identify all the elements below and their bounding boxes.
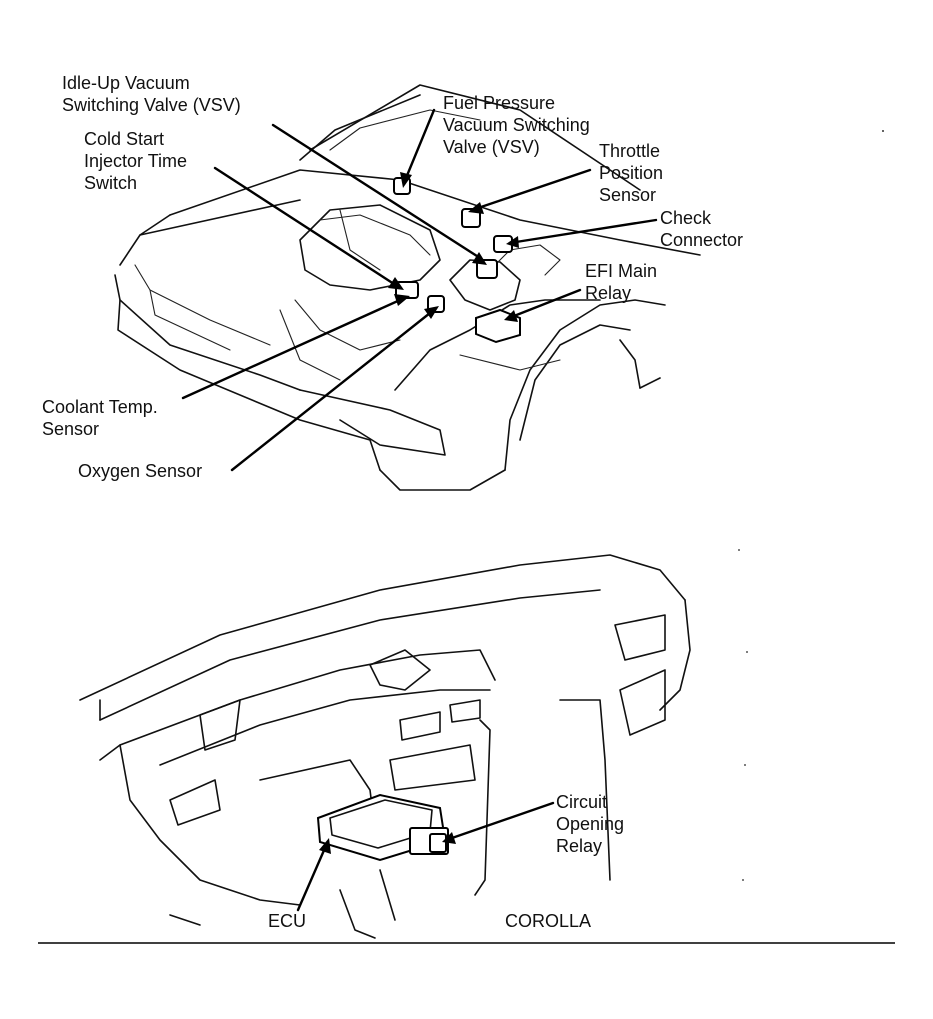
label-ecu: ECU [268, 911, 307, 931]
label-model-corolla: COROLLA [505, 911, 592, 931]
engine-bay-illustration [114, 84, 701, 491]
leader-lines [181, 108, 658, 912]
label-circuit-opening-relay: Circuit Opening Relay [556, 792, 625, 856]
label-efi-main-relay: EFI Main Relay [585, 261, 658, 303]
dashboard-illustration [38, 554, 895, 944]
label-throttle-position-sensor: Throttle Position Sensor [599, 141, 664, 205]
scan-speckles [738, 130, 884, 881]
label-cold-start-injector-time-switch: Cold Start Injector Time Switch [84, 129, 188, 193]
label-idle-up-vsv: Idle-Up Vacuum Switching Valve (VSV) [62, 73, 241, 115]
label-oxygen-sensor: Oxygen Sensor [78, 461, 203, 481]
label-coolant-temp-sensor: Coolant Temp. Sensor [42, 397, 158, 439]
label-fuel-pressure-vsv: Fuel Pressure Vacuum Switching Valve (VS… [443, 93, 590, 157]
label-check-connector: Check Connector [660, 208, 744, 250]
